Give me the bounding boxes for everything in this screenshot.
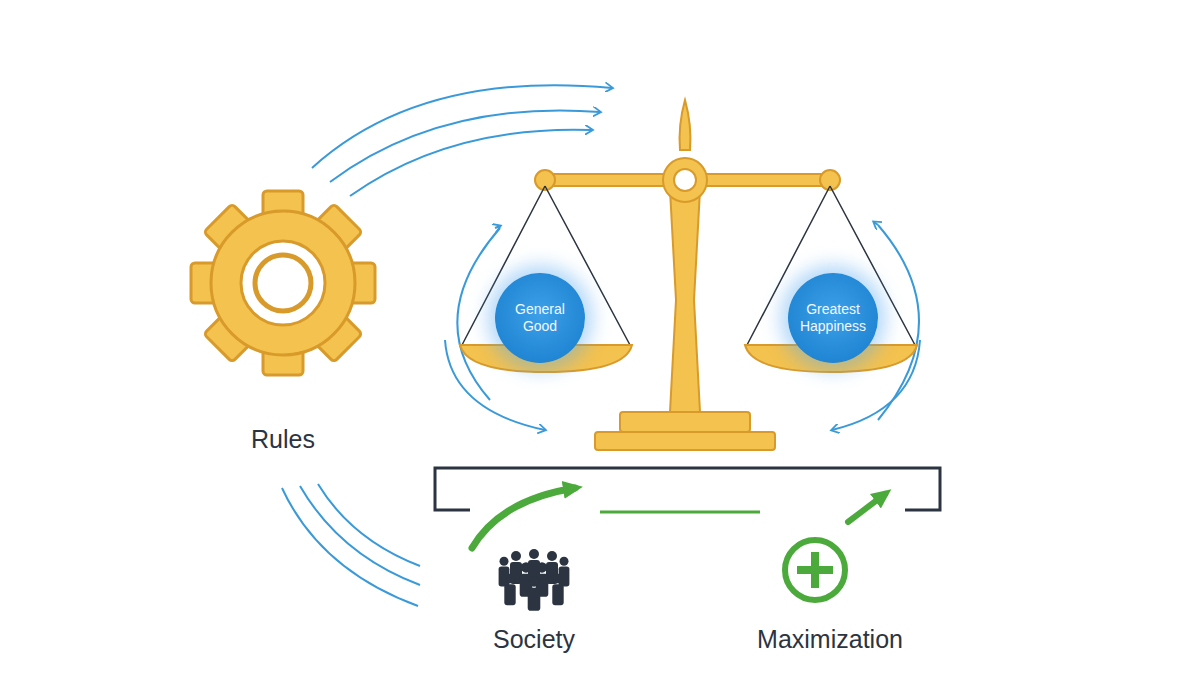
gear-symbol bbox=[163, 173, 403, 393]
pan-strings bbox=[462, 186, 915, 345]
icon-label: Maximization bbox=[750, 625, 910, 654]
gear-node: Rules bbox=[163, 173, 403, 463]
growth-arrow bbox=[848, 494, 885, 522]
plus-circle-icon bbox=[760, 490, 900, 620]
circle-label: Greatest Happiness bbox=[793, 301, 873, 335]
circle-label: General Good bbox=[500, 301, 580, 335]
icon-label: Rules bbox=[163, 425, 403, 454]
icon-label: Society bbox=[448, 625, 620, 654]
society-node: Society bbox=[468, 490, 600, 660]
value-circle: General Good bbox=[495, 273, 585, 363]
connector-line bbox=[600, 511, 760, 514]
flow-arcs bbox=[282, 85, 920, 606]
maximization-node: Maximization bbox=[760, 490, 900, 660]
people-icon bbox=[468, 490, 600, 620]
bracket bbox=[435, 468, 940, 510]
balance-scale bbox=[535, 100, 840, 450]
value-circle: Greatest Happiness bbox=[788, 273, 878, 363]
growth-arrow bbox=[472, 488, 575, 548]
